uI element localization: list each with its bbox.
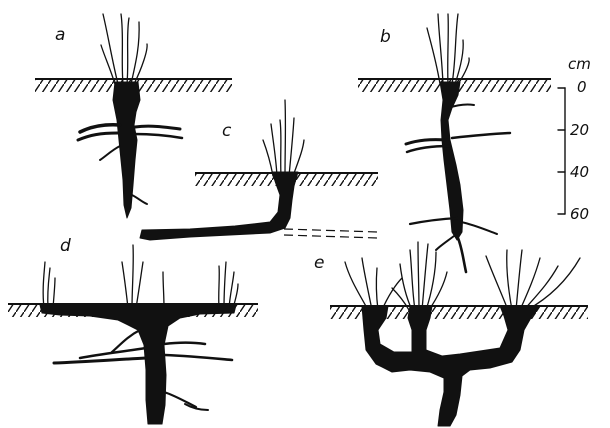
panel-d: d xyxy=(8,236,258,424)
roots-d xyxy=(40,305,236,424)
scale-tick-0: 0 xyxy=(577,78,587,96)
panel-label-b: b xyxy=(380,27,391,47)
roots-b xyxy=(406,82,510,272)
shoots-d xyxy=(43,245,238,308)
scale-tick-60: 60 xyxy=(570,205,589,223)
shoots-a xyxy=(101,14,147,84)
panel-label-e: e xyxy=(314,253,324,273)
panel-a: a xyxy=(35,14,232,218)
shoots-c xyxy=(263,100,304,176)
panel-c: c xyxy=(140,100,378,240)
scale-axis xyxy=(558,88,565,214)
scale-unit: cm xyxy=(568,55,591,73)
panel-e: e xyxy=(314,242,588,426)
depth-scale: cm 0 20 40 60 xyxy=(558,55,591,223)
panel-label-a: a xyxy=(55,25,65,45)
roots-e xyxy=(362,306,540,426)
roots-a xyxy=(78,82,182,218)
panel-label-c: c xyxy=(222,121,232,141)
panel-label-d: d xyxy=(60,236,71,256)
scale-tick-40: 40 xyxy=(570,163,589,181)
shoots-b xyxy=(427,14,469,84)
subsoil-layer-c xyxy=(284,229,378,238)
scale-tick-20: 20 xyxy=(570,121,589,139)
panel-b: b xyxy=(358,14,551,272)
